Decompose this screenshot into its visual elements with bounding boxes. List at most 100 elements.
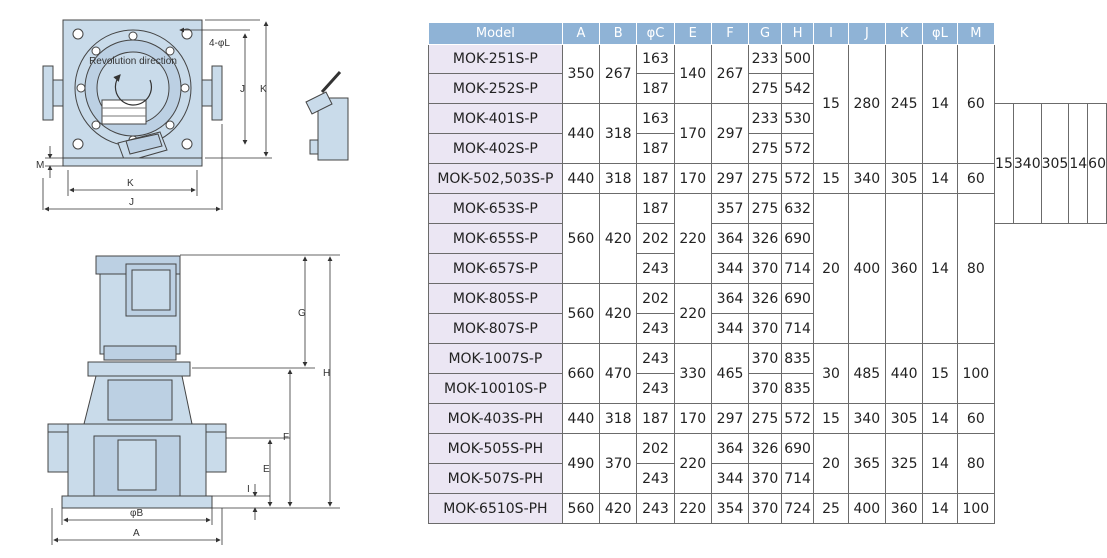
- value-cell: 245: [884, 44, 924, 164]
- label-I: I: [247, 484, 250, 495]
- value-cell: 170: [673, 403, 712, 434]
- value-cell: 14: [922, 403, 958, 434]
- value-cell: 220: [673, 493, 712, 524]
- value-cell: 80: [956, 433, 996, 494]
- value-cell: 140: [673, 44, 712, 104]
- value-cell: 297: [710, 103, 750, 164]
- value-cell: 25: [813, 493, 849, 524]
- value-cell: 60: [956, 163, 996, 194]
- column-header: K: [884, 22, 924, 45]
- value-cell: 318: [599, 163, 638, 194]
- value-cell: 560: [561, 283, 601, 344]
- value-cell: 364: [710, 433, 750, 464]
- value-cell: 326: [748, 223, 782, 254]
- model-cell: MOK-252S-P: [428, 73, 563, 104]
- value-cell: 60: [956, 403, 996, 434]
- value-cell: 330: [673, 343, 712, 404]
- value-cell: 354: [710, 493, 750, 524]
- value-cell: 420: [599, 493, 638, 524]
- value-cell: 572: [780, 403, 815, 434]
- label-G: G: [298, 308, 306, 319]
- model-cell: MOK-807S-P: [428, 313, 563, 344]
- value-cell: 340: [847, 163, 887, 194]
- value-cell: 344: [710, 313, 750, 344]
- column-header: E: [673, 22, 712, 45]
- label-F: F: [283, 432, 289, 443]
- value-cell: 275: [748, 403, 782, 434]
- value-cell: 835: [780, 343, 815, 374]
- value-cell: 14: [922, 193, 958, 344]
- value-cell: 420: [599, 283, 638, 344]
- model-cell: MOK-657S-P: [428, 253, 563, 284]
- value-cell: 14: [1068, 103, 1089, 224]
- column-header: J: [847, 22, 887, 45]
- value-cell: 440: [561, 403, 601, 434]
- value-cell: 163: [636, 103, 675, 134]
- value-cell: 20: [813, 433, 849, 494]
- value-cell: 690: [780, 223, 815, 254]
- label-top-M: M: [36, 160, 44, 171]
- value-cell: 14: [922, 44, 958, 164]
- dimension-drawing: Revolution direction 4-φL J K M K J: [36, 19, 349, 545]
- value-cell: 340: [847, 403, 887, 434]
- value-cell: 370: [599, 433, 638, 494]
- value-cell: 80: [956, 193, 996, 344]
- column-header: Model: [428, 22, 563, 45]
- value-cell: 170: [673, 163, 712, 194]
- model-cell: MOK-6510S-PH: [428, 493, 563, 524]
- value-cell: 440: [561, 103, 601, 164]
- value-cell: 15: [813, 163, 849, 194]
- label-top-K: K: [260, 84, 267, 95]
- value-cell: 572: [780, 133, 815, 164]
- column-header: G: [748, 22, 782, 45]
- value-cell: 275: [748, 193, 782, 224]
- value-cell: 490: [561, 433, 601, 494]
- value-cell: 364: [710, 223, 750, 254]
- value-cell: 440: [561, 163, 601, 194]
- value-cell: 30: [813, 343, 849, 404]
- model-cell: MOK-1007S-P: [428, 343, 563, 374]
- model-cell: MOK-655S-P: [428, 223, 563, 254]
- value-cell: 233: [748, 103, 782, 134]
- value-cell: 14: [922, 493, 958, 524]
- value-cell: 420: [599, 193, 638, 284]
- value-cell: 275: [748, 163, 782, 194]
- value-cell: 344: [710, 463, 750, 494]
- label-top-K-horizontal: K: [127, 178, 134, 189]
- value-cell: 243: [636, 313, 675, 344]
- value-cell: 370: [748, 493, 782, 524]
- value-cell: 243: [636, 373, 675, 404]
- value-cell: 220: [673, 283, 712, 344]
- model-cell: MOK-805S-P: [428, 283, 563, 314]
- model-cell: MOK-251S-P: [428, 44, 563, 74]
- label-E: E: [263, 464, 270, 475]
- value-cell: 297: [710, 163, 750, 194]
- value-cell: 470: [599, 343, 638, 404]
- value-cell: 485: [847, 343, 887, 404]
- value-cell: 714: [780, 313, 815, 344]
- value-cell: 572: [780, 163, 815, 194]
- value-cell: 187: [636, 163, 675, 194]
- model-cell: MOK-402S-P: [428, 133, 563, 164]
- value-cell: 305: [884, 403, 924, 434]
- value-cell: 357: [710, 193, 750, 224]
- value-cell: 690: [780, 433, 815, 464]
- value-cell: 465: [710, 343, 750, 404]
- value-cell: 360: [884, 493, 924, 524]
- model-cell: MOK-401S-P: [428, 103, 563, 134]
- value-cell: 15: [813, 44, 849, 164]
- value-cell: 344: [710, 253, 750, 284]
- value-cell: 15: [994, 103, 1014, 224]
